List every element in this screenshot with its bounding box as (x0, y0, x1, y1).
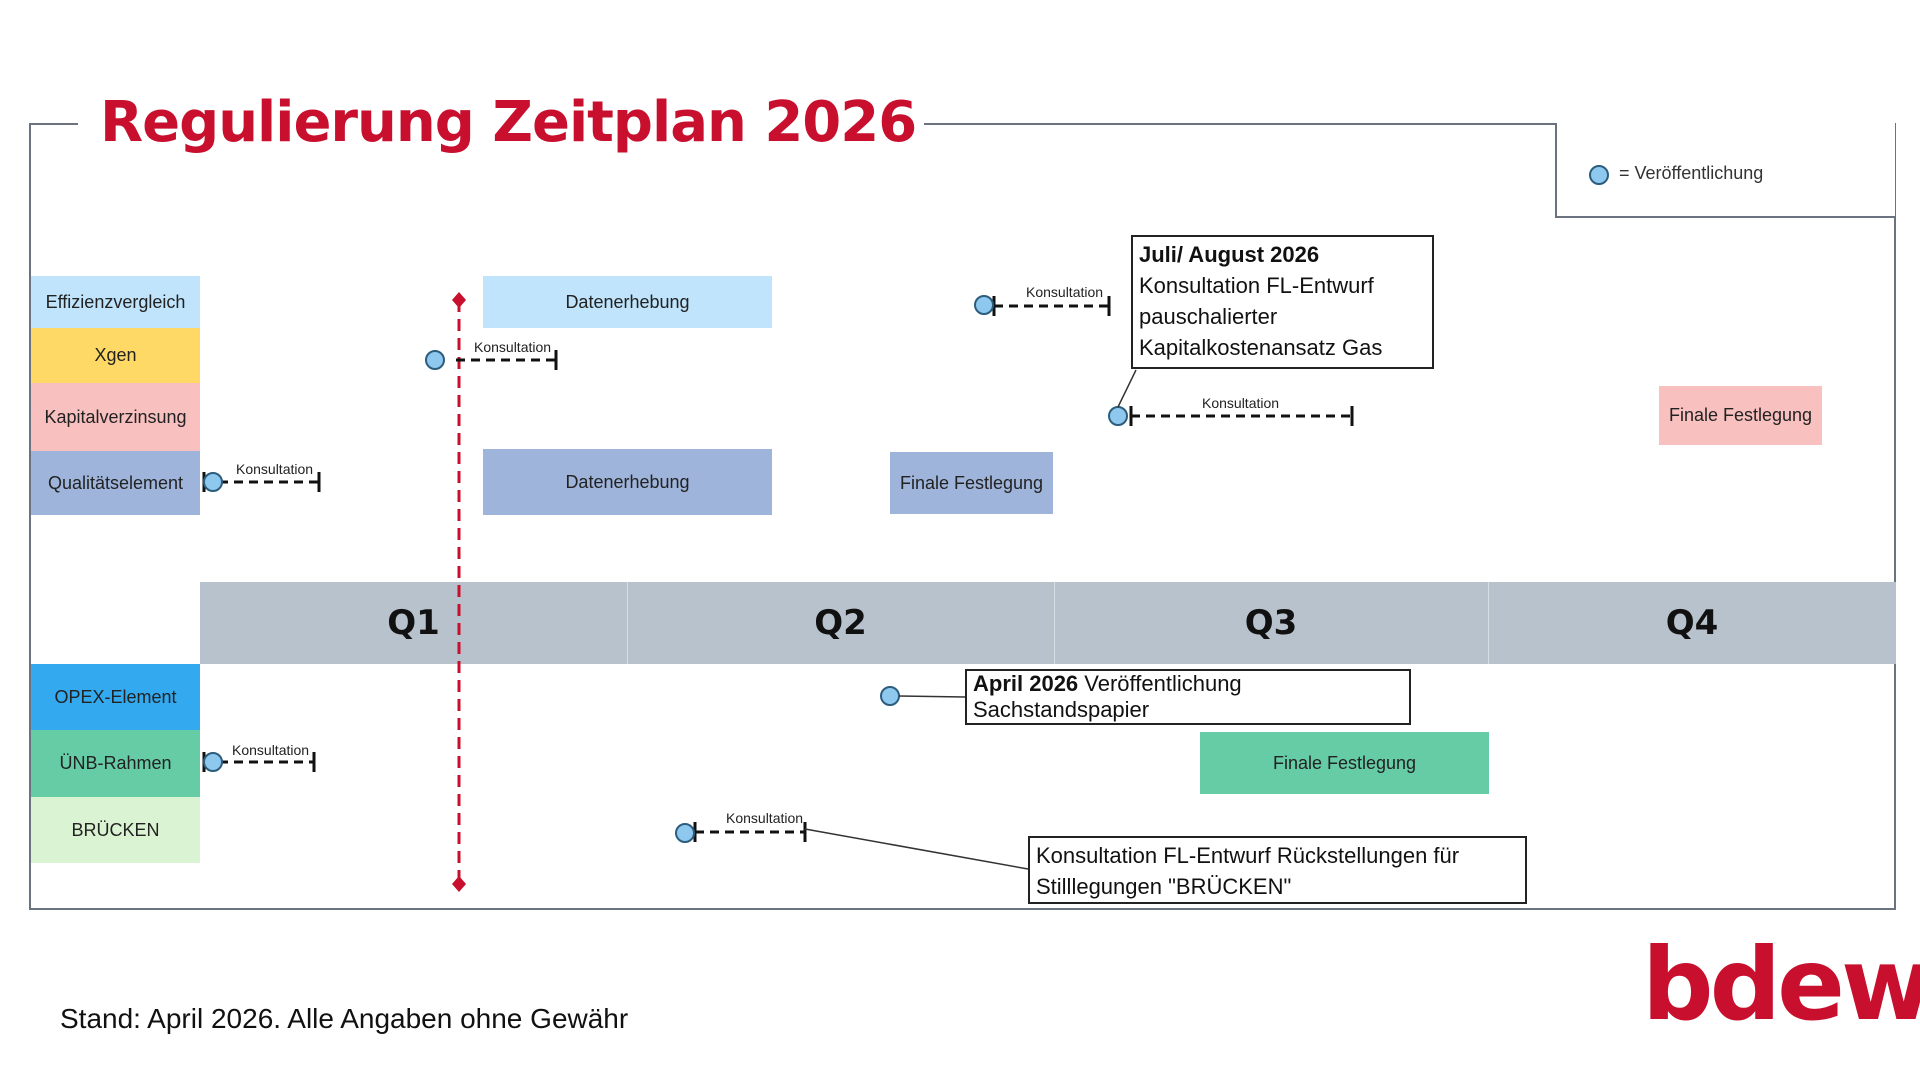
callout-juli-line1: Konsultation FL-Entwurf (1139, 273, 1374, 298)
frame-bottom (29, 908, 1896, 910)
publication-marker-bruecken (675, 823, 695, 843)
row-label-uenb-rahmen: ÜNB-Rahmen (31, 730, 200, 797)
quarter-q4: Q4 (1665, 603, 1719, 643)
konsultation-label: Konsultation (236, 461, 313, 477)
callout-april-heading: April 2026 (973, 671, 1079, 696)
bar-uenb-rahmen-finale-festlegung: Finale Festlegung (1200, 732, 1489, 794)
callout-connector-bruecken (804, 828, 1029, 870)
row-label-opex-element: OPEX-Element (31, 664, 200, 730)
row-label-xgen: Xgen (31, 328, 200, 383)
callout-april-rest: Veröffentlichung (1078, 671, 1242, 696)
quarter-band: Q1 Q2 Q3 Q4 (200, 582, 1896, 664)
publication-marker-effizienz (974, 295, 994, 315)
publication-marker-qualitaet (203, 472, 223, 492)
circle-marker-icon (1589, 165, 1609, 185)
quarter-divider (627, 582, 628, 664)
quarter-divider (1488, 582, 1489, 664)
callout-juli-heading: Juli/ August 2026 (1139, 242, 1320, 267)
row-label-bruecken: BRÜCKEN (31, 797, 200, 863)
bar-qualitaetselement-datenerhebung: Datenerhebung (483, 449, 772, 515)
frame-right (1894, 123, 1896, 910)
quarter-q2: Q2 (814, 603, 867, 643)
footer-note: Stand: April 2026. Alle Angaben ohne Gew… (60, 1003, 629, 1034)
callout-bruecken: Konsultation FL-Entwurf Rückstellungen f… (1028, 836, 1527, 904)
callout-bruecken-line1: Konsultation FL-Entwurf Rückstellungen f… (1036, 843, 1460, 868)
frame-top-left (30, 123, 78, 125)
legend: = Veröffentlichung (1555, 123, 1895, 218)
deadline-bottom-diamond (452, 876, 466, 892)
publication-marker-opex (880, 686, 900, 706)
callout-bruecken-line2: Stilllegungen "BRÜCKEN" (1036, 874, 1292, 899)
konsultation-label: Konsultation (1202, 395, 1279, 411)
bdew-logo: bdew (1642, 926, 1920, 1043)
row-label-qualitaetselement: Qualitätselement (31, 451, 200, 515)
callout-juli-line3: Kapitalkostenansatz Gas (1139, 335, 1383, 360)
publication-marker-xgen (425, 350, 445, 370)
konsultation-label: Konsultation (1026, 284, 1103, 300)
quarter-divider (1054, 582, 1055, 664)
konsultation-label: Konsultation (232, 742, 309, 758)
deadline-top-diamond (452, 292, 466, 308)
frame-top-right (848, 123, 1896, 125)
callout-april-line2: Sachstandspapier (973, 697, 1150, 722)
frame-left (29, 123, 31, 910)
bar-qualitaetselement-finale-festlegung: Finale Festlegung (890, 452, 1053, 514)
publication-marker-kapital (1108, 406, 1128, 426)
konsultation-label: Konsultation (726, 810, 803, 826)
quarter-q1: Q1 (387, 603, 440, 643)
konsultation-label: Konsultation (474, 339, 551, 355)
callout-juli-august: Juli/ August 2026 Konsultation FL-Entwur… (1131, 235, 1434, 369)
publication-marker-uenb (203, 752, 223, 772)
page-title: Regulierung Zeitplan 2026 (92, 88, 925, 158)
bar-kapitalverzinsung-finale-festlegung: Finale Festlegung (1659, 386, 1822, 445)
bar-effizienzvergleich-datenerhebung: Datenerhebung (483, 276, 772, 328)
row-label-effizienzvergleich: Effizienzvergleich (31, 276, 200, 328)
quarter-q3: Q3 (1244, 603, 1298, 643)
row-label-kapitalverzinsung: Kapitalverzinsung (31, 383, 200, 451)
callout-juli-line2: pauschalierter (1139, 304, 1278, 329)
callout-connector-april (898, 695, 966, 698)
callout-april: April 2026 Veröffentlichung Sachstandspa… (965, 669, 1411, 725)
legend-text: = Veröffentlichung (1619, 163, 1764, 183)
callout-connector-juli (1117, 369, 1137, 408)
